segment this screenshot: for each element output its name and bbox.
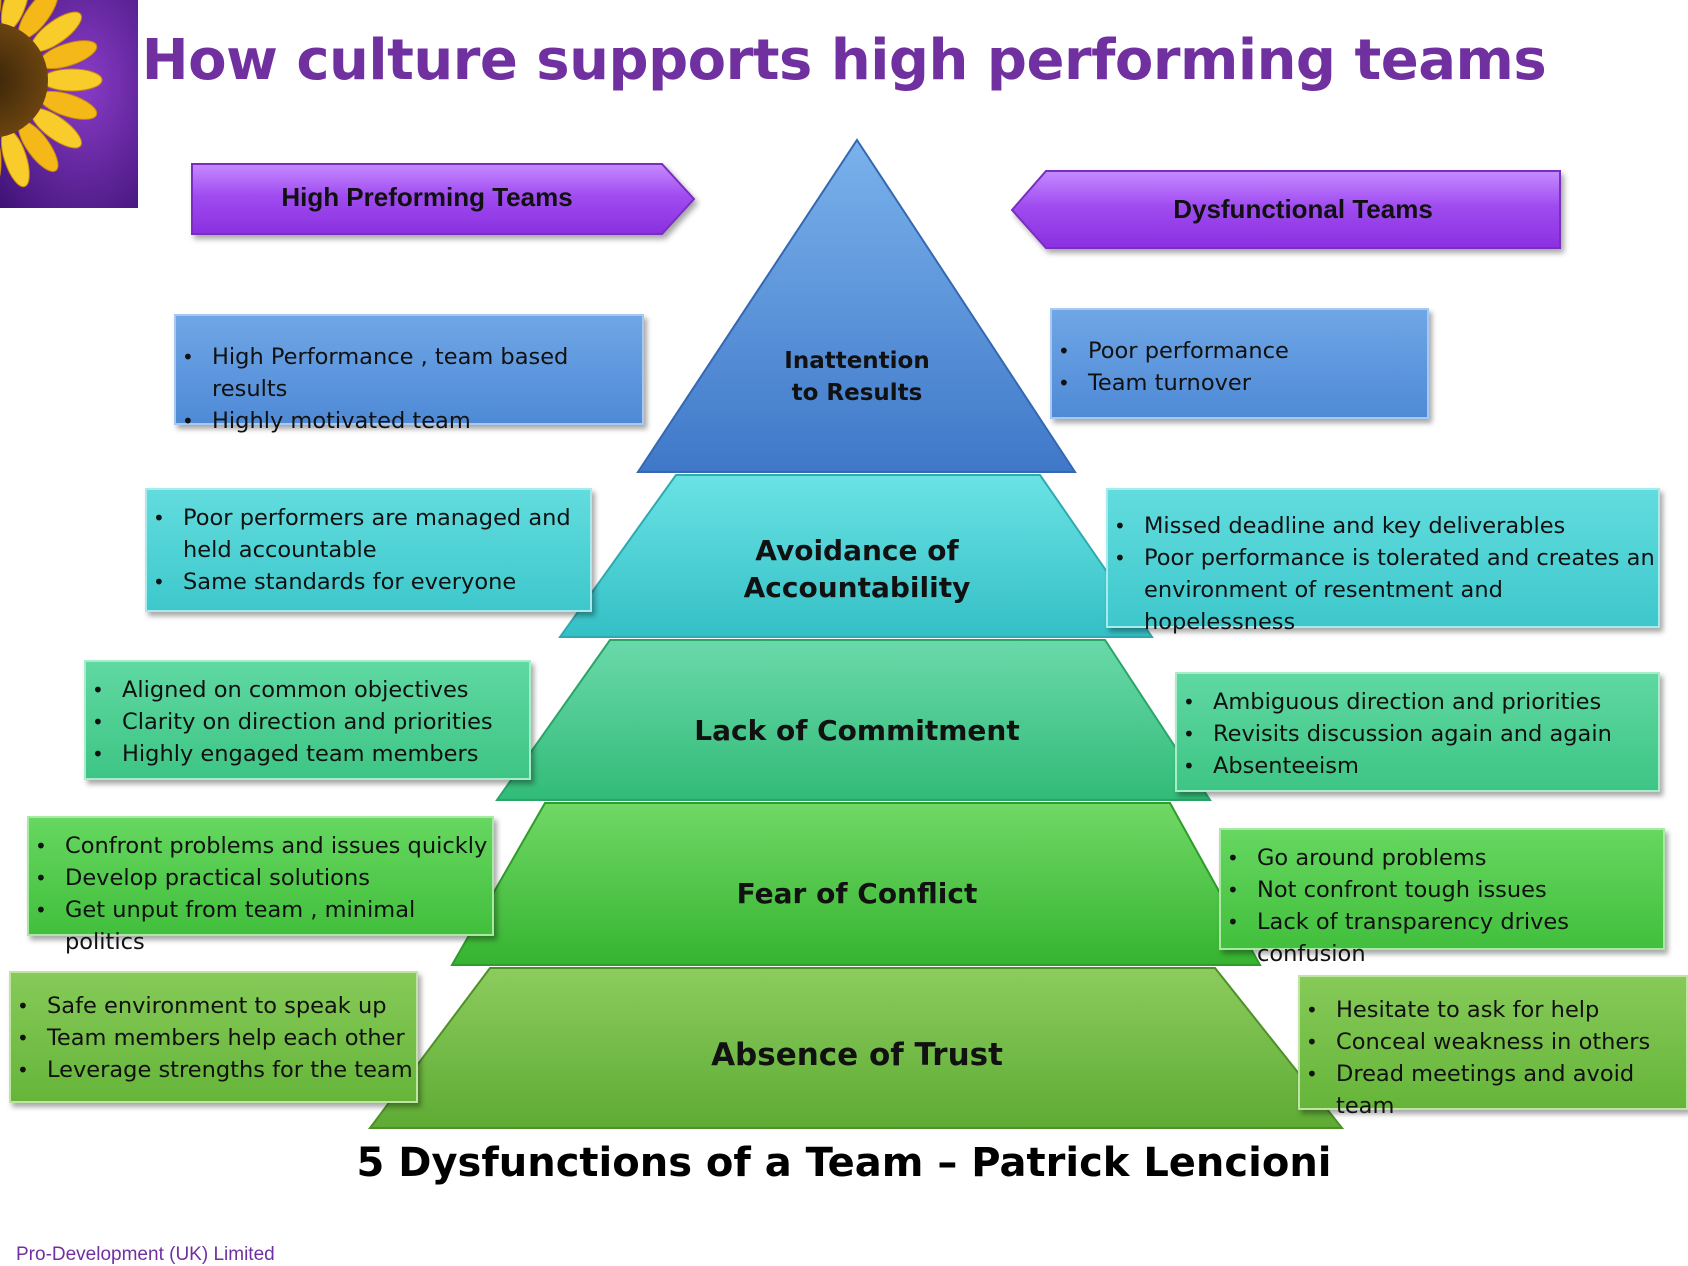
list-item: Poor performance is tolerated and create… <box>1108 542 1658 638</box>
list-item: Highly motivated team <box>176 405 642 437</box>
commitment-dysfunctional-box: Ambiguous direction and priorities Revis… <box>1175 672 1660 792</box>
list-item: Missed deadline and key deliverables <box>1108 510 1658 542</box>
tier-label-conflict: Fear of Conflict <box>607 875 1107 912</box>
list-item: Safe environment to speak up <box>11 990 416 1022</box>
tier-label-commitment: Lack of Commitment <box>607 712 1107 749</box>
tier-label-line: Inattention <box>784 348 930 374</box>
tier-label-line: Fear of Conflict <box>736 877 978 910</box>
pyramid-tier-results <box>636 138 1077 473</box>
tier-label-line: Lack of Commitment <box>694 714 1020 747</box>
trust-dysfunctional-box: Hesitate to ask for help Conceal weaknes… <box>1298 975 1688 1119</box>
results-high-performing-box: High Performance , team based results Hi… <box>174 314 644 437</box>
company-name: Pro-Development (UK) Limited <box>16 1244 275 1265</box>
list-item: Same standards for everyone <box>147 566 590 598</box>
pyramid-diagram <box>368 138 1345 1129</box>
list-item: Go around problems <box>1221 842 1663 874</box>
trust-high-performing-box: Safe environment to speak up Team member… <box>9 971 418 1103</box>
list-item: High Performance , team based results <box>176 341 642 405</box>
tier-label-trust: Absence of Trust <box>607 1035 1107 1075</box>
tier-label-line: Avoidance of <box>755 534 959 567</box>
accountability-dysfunctional-box: Missed deadline and key deliverables Poo… <box>1106 488 1660 635</box>
tier-label-line: Absence of Trust <box>711 1037 1003 1073</box>
list-item: Team members help each other <box>11 1022 416 1054</box>
tier-label-accountability: Avoidance of Accountability <box>657 532 1057 606</box>
list-item: Dread meetings and avoid team <box>1300 1058 1686 1122</box>
list-item: Get unput from team , minimal politics <box>29 894 492 958</box>
tier-label-line: to Results <box>791 380 923 406</box>
list-item: Confront problems and issues quickly <box>29 830 492 862</box>
high-performing-label: High Preforming Teams <box>281 182 573 212</box>
sunflower-image <box>0 0 138 208</box>
list-item: Clarity on direction and priorities <box>86 706 529 738</box>
dysfunctional-label: Dysfunctional Teams <box>1173 194 1433 224</box>
pyramid-tier-commitment <box>495 639 1212 801</box>
sunflower-petal <box>0 131 2 193</box>
list-item: Develop practical solutions <box>29 862 492 894</box>
results-dysfunctional-box: Poor performance Team turnover <box>1050 308 1429 419</box>
list-item: Conceal weakness in others <box>1300 1026 1686 1058</box>
conflict-dysfunctional-box: Go around problems Not confront tough is… <box>1219 828 1665 967</box>
list-item: Poor performers are managed and held acc… <box>147 502 590 566</box>
tier-label-results: Inattention to Results <box>707 345 1007 409</box>
commitment-high-performing-box: Aligned on common objectives Clarity on … <box>84 660 531 780</box>
dysfunctional-arrow <box>1010 170 1561 249</box>
list-item: Highly engaged team members <box>86 738 529 770</box>
list-item: Lack of transparency drives confusion <box>1221 906 1663 970</box>
list-item: Ambiguous direction and priorities <box>1177 686 1658 718</box>
list-item: Leverage strengths for the team <box>11 1054 416 1086</box>
list-item: Poor performance <box>1052 335 1427 367</box>
list-item: Team turnover <box>1052 367 1427 399</box>
list-item: Hesitate to ask for help <box>1300 994 1686 1026</box>
list-item: Absenteeism <box>1177 750 1658 782</box>
list-item: Not confront tough issues <box>1221 874 1663 906</box>
arrows-layer <box>191 163 1561 249</box>
high-performing-arrow <box>191 163 696 235</box>
page-title: How culture supports high performing tea… <box>141 28 1547 93</box>
tier-label-line: Accountability <box>743 571 971 604</box>
list-item: Aligned on common objectives <box>86 674 529 706</box>
accountability-high-performing-box: Poor performers are managed and held acc… <box>145 488 592 612</box>
list-item: Revisits discussion again and again <box>1177 718 1658 750</box>
conflict-high-performing-box: Confront problems and issues quickly Dev… <box>27 816 494 955</box>
footer-caption: 5 Dysfunctions of a Team – Patrick Lenci… <box>356 1140 1332 1186</box>
